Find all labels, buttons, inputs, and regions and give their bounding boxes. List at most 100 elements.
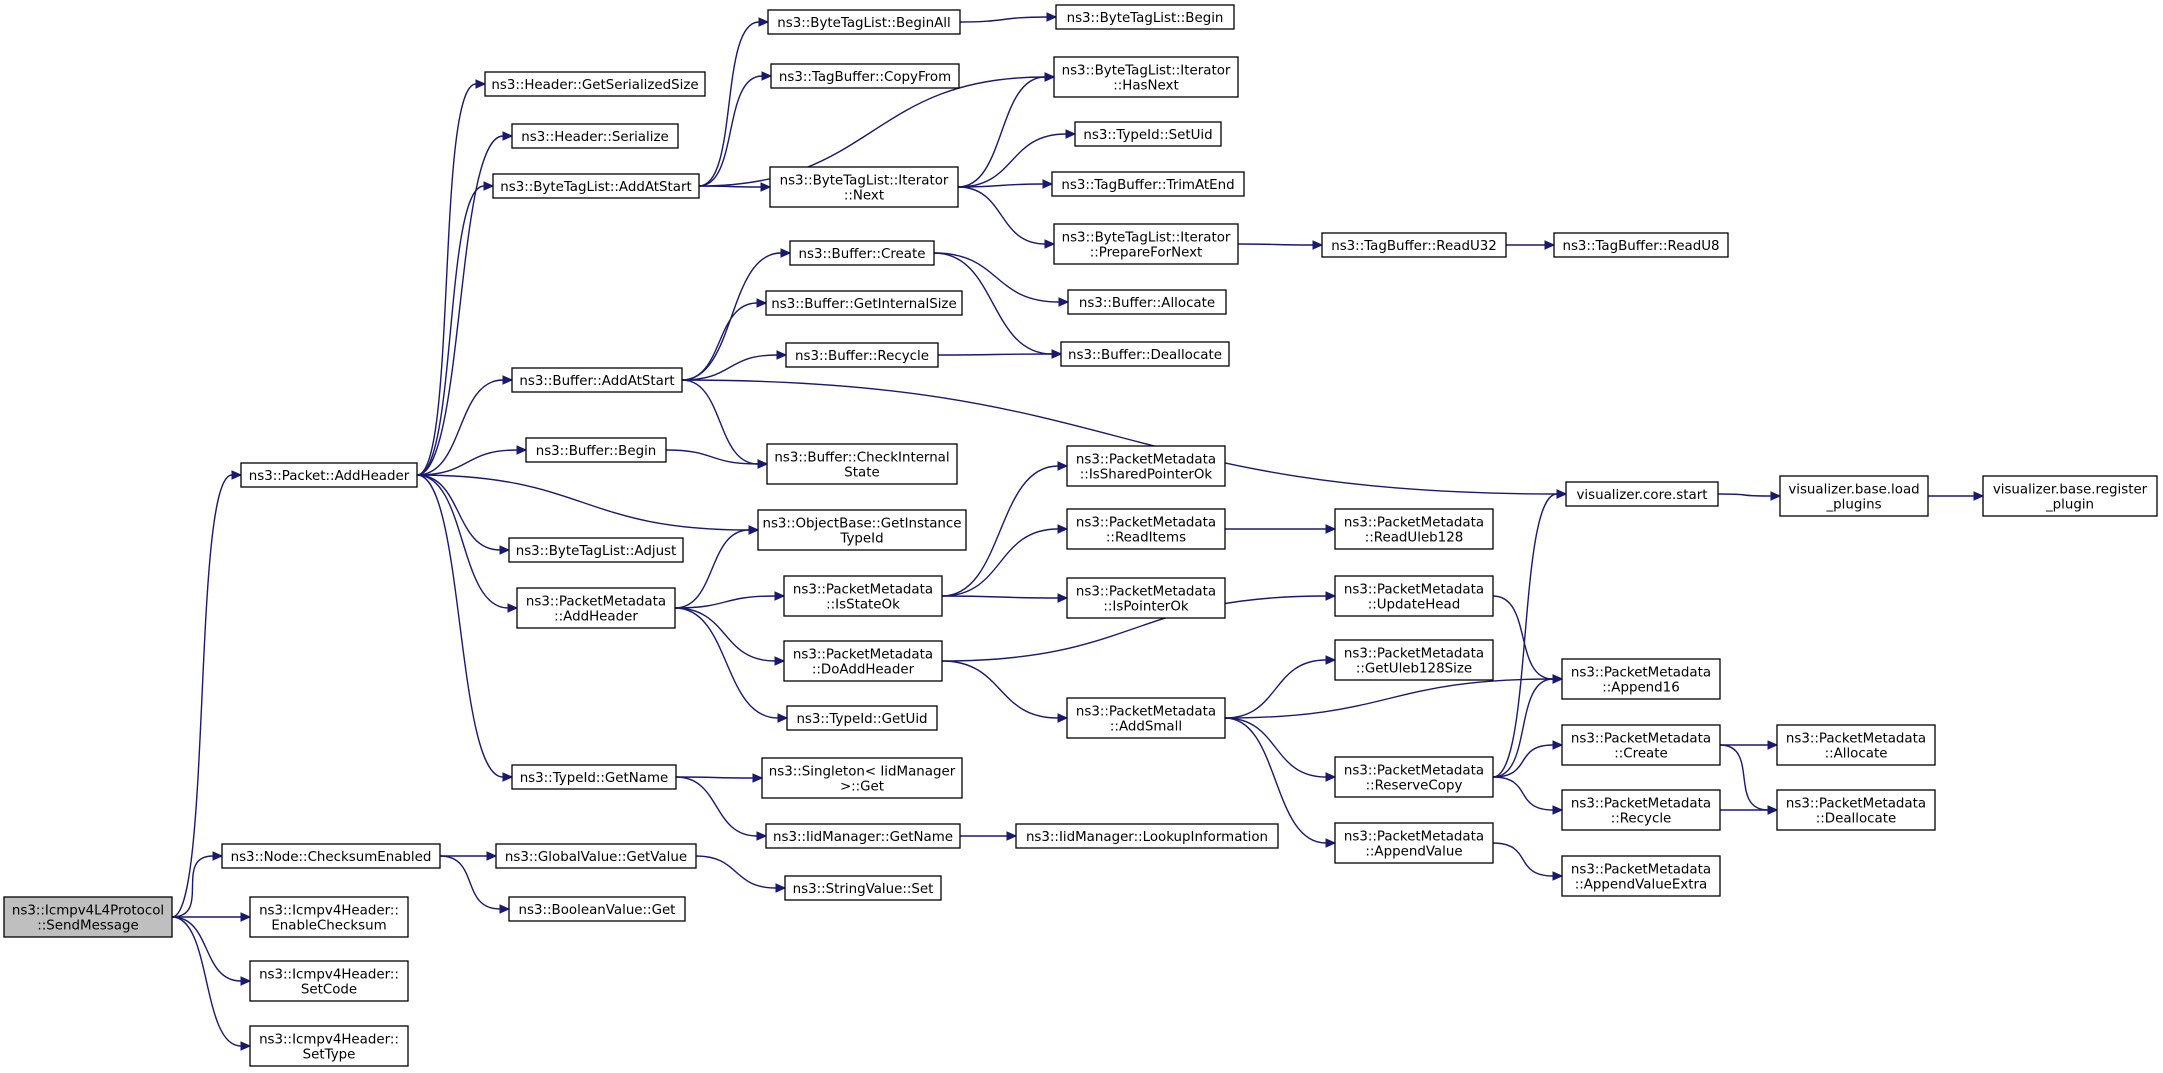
node-label-line: ::PrepareForNext — [1090, 246, 1203, 261]
node-label-line: ns3::Buffer::Begin — [536, 444, 657, 459]
node-pm-reservecopy[interactable]: ns3::PacketMetadata::ReserveCopy — [1334, 756, 1494, 798]
node-box — [765, 823, 961, 849]
node-label-line: ::AppendValue — [1365, 845, 1462, 860]
edge-n_addheader-to-n_btl_addatstart — [416, 181, 495, 476]
node-tb-readu32[interactable]: ns3::TagBuffer::ReadU32 — [1321, 232, 1507, 258]
node-tb-readu8[interactable]: ns3::TagBuffer::ReadU8 — [1553, 232, 1729, 258]
node-label-line: ns3::Buffer::Recycle — [795, 349, 929, 364]
node-iid-getname[interactable]: ns3::IidManager::GetName — [765, 823, 961, 849]
node-buf-begin[interactable]: ns3::Buffer::Begin — [525, 437, 667, 463]
edge-root-to-n_settype — [171, 916, 252, 1051]
node-box — [1779, 475, 1929, 517]
edge-line — [416, 185, 485, 476]
node-btl-beginall[interactable]: ns3::ByteTagList::BeginAll — [767, 9, 961, 35]
node-label-line: ns3::Packet::AddHeader — [249, 469, 410, 484]
node-btli-next[interactable]: ns3::ByteTagList::Iterator::Next — [769, 166, 959, 208]
node-singleton[interactable]: ns3::Singleton< IidManager>::Get — [761, 757, 963, 799]
node-pm-recycle[interactable]: ns3::PacketMetadata::Recycle — [1561, 789, 1721, 831]
node-settype[interactable]: ns3::Icmpv4Header::SetType — [249, 1025, 409, 1067]
edge-line — [941, 528, 1059, 597]
node-pm-append16[interactable]: ns3::PacketMetadata::Append16 — [1561, 658, 1721, 700]
edge-arrowhead — [231, 470, 243, 480]
node-label-line: EnableChecksum — [271, 919, 386, 934]
node-viz-start[interactable]: visualizer.core.start — [1565, 481, 1719, 507]
edge-n_buf_recycle-to-n_buf_deallocate — [937, 349, 1063, 359]
node-buf-allocate[interactable]: ns3::Buffer::Allocate — [1067, 289, 1227, 315]
edge-arrowhead — [1325, 524, 1337, 534]
edge-n_pm_doaddheader-to-n_pm_addsmall — [941, 660, 1069, 723]
node-label-line: ns3::ByteTagList::Iterator — [1062, 64, 1231, 79]
node-pm-allocate[interactable]: ns3::PacketMetadata::Allocate — [1776, 724, 1936, 766]
node-pm-issharedpointerok[interactable]: ns3::PacketMetadata::IsSharedPointerOk — [1066, 445, 1226, 487]
edge-n_pm_addheader-to-n_ob_getinstance — [674, 525, 760, 609]
node-btli-preparefornext[interactable]: ns3::ByteTagList::Iterator::PrepareForNe… — [1053, 223, 1239, 265]
node-pm-appendvalue[interactable]: ns3::PacketMetadata::AppendValue — [1334, 822, 1494, 864]
node-addheader[interactable]: ns3::Packet::AddHeader — [240, 462, 418, 488]
node-label-line: ns3::PacketMetadata — [1344, 830, 1484, 845]
node-box — [249, 1025, 409, 1067]
edge-n_pm_addsmall-to-n_pm_appendvalue — [1224, 717, 1337, 848]
edge-n_btl_addatstart-to-n_btl_beginall — [698, 17, 770, 187]
node-box — [492, 173, 700, 199]
node-getserializedsize[interactable]: ns3::Header::GetSerializedSize — [484, 71, 706, 97]
edge-line — [941, 595, 1059, 599]
node-box — [508, 896, 686, 922]
node-gv-getvalue[interactable]: ns3::GlobalValue::GetValue — [495, 843, 697, 869]
node-label-line: ns3::PacketMetadata — [1786, 797, 1926, 812]
node-label-line: visualizer.core.start — [1576, 488, 1707, 503]
node-pm-ispointerok[interactable]: ns3::PacketMetadata::IsPointerOk — [1066, 577, 1226, 619]
node-label-line: TypeId — [839, 532, 883, 547]
node-buf-getinternalsize[interactable]: ns3::Buffer::GetInternalSize — [765, 290, 963, 316]
node-box — [249, 960, 409, 1002]
node-pm-doaddheader[interactable]: ns3::PacketMetadata::DoAddHeader — [783, 640, 943, 682]
node-iid-lookup[interactable]: ns3::IidManager::LookupInformation — [1015, 823, 1279, 849]
node-btl-adjust[interactable]: ns3::ByteTagList::Adjust — [508, 537, 684, 563]
edge-line — [1492, 493, 1558, 778]
node-pm-isstateok[interactable]: ns3::PacketMetadata::IsStateOk — [783, 575, 943, 617]
node-checksum[interactable]: ns3::Node::ChecksumEnabled — [221, 843, 441, 869]
edge-n_btl_addatstart-to-n_tb_copyfrom — [698, 71, 773, 187]
node-setcode[interactable]: ns3::Icmpv4Header::SetCode — [249, 960, 409, 1002]
edge-line — [959, 16, 1048, 23]
node-bv-get[interactable]: ns3::BooleanValue::Get — [508, 896, 686, 922]
edge-line — [416, 474, 504, 778]
node-buf-addatstart[interactable]: ns3::Buffer::AddAtStart — [511, 367, 683, 393]
edge-arrowhead — [1556, 489, 1568, 499]
node-pm-create[interactable]: ns3::PacketMetadata::Create — [1561, 724, 1721, 766]
node-typeid-getuid[interactable]: ns3::TypeId::GetUid — [786, 705, 938, 731]
edge-n_pm_reservecopy-to-n_pm_recycle — [1492, 776, 1564, 815]
edge-line — [1224, 717, 1327, 844]
edge-n_buf_addatstart-to-n_buf_recycle — [681, 350, 788, 381]
node-viz-registerplugin[interactable]: visualizer.base.register_plugin — [1982, 475, 2158, 517]
node-enablechecksum[interactable]: ns3::Icmpv4Header::EnableChecksum — [249, 896, 409, 938]
edge-arrowhead — [486, 851, 498, 861]
node-pm-updatehead[interactable]: ns3::PacketMetadata::UpdateHead — [1334, 575, 1494, 617]
node-viz-loadplugins[interactable]: visualizer.base.load_plugins — [1779, 475, 1929, 517]
node-buf-deallocate[interactable]: ns3::Buffer::Deallocate — [1060, 341, 1230, 367]
node-root[interactable]: ns3::Icmpv4L4Protocol::SendMessage — [3, 896, 173, 938]
node-pm-deallocate[interactable]: ns3::PacketMetadata::Deallocate — [1776, 789, 1936, 831]
node-btl-begin[interactable]: ns3::ByteTagList::Begin — [1055, 4, 1235, 30]
node-box — [1066, 697, 1226, 739]
node-pm-addsmall[interactable]: ns3::PacketMetadata::AddSmall — [1066, 697, 1226, 739]
node-pm-getuleb128size[interactable]: ns3::PacketMetadata::GetUleb128Size — [1334, 639, 1494, 681]
node-typeid-getname[interactable]: ns3::TypeId::GetName — [511, 764, 677, 790]
node-box — [785, 342, 939, 368]
node-typeid-setuid[interactable]: ns3::TypeId::SetUid — [1074, 121, 1222, 147]
node-pm-appendvalueextra[interactable]: ns3::PacketMetadata::AppendValueExtra — [1561, 855, 1721, 897]
node-sv-set[interactable]: ns3::StringValue::Set — [784, 875, 942, 901]
node-label-line: ::DoAddHeader — [812, 663, 915, 678]
node-tb-trimatend[interactable]: ns3::TagBuffer::TrimAtEnd — [1051, 171, 1245, 197]
node-buf-recycle[interactable]: ns3::Buffer::Recycle — [785, 342, 939, 368]
node-btl-addatstart[interactable]: ns3::ByteTagList::AddAtStart — [492, 173, 700, 199]
node-pm-addheader[interactable]: ns3::PacketMetadata::AddHeader — [516, 587, 676, 629]
node-serialize[interactable]: ns3::Header::Serialize — [511, 123, 679, 149]
node-pm-readuleb128[interactable]: ns3::PacketMetadata::ReadUleb128 — [1334, 508, 1494, 550]
node-pm-readitems[interactable]: ns3::PacketMetadata::ReadItems — [1066, 508, 1226, 550]
node-buf-create[interactable]: ns3::Buffer::Create — [789, 240, 935, 266]
node-tb-copyfrom[interactable]: ns3::TagBuffer::CopyFrom — [770, 63, 960, 89]
node-btli-hasnext[interactable]: ns3::ByteTagList::Iterator::HasNext — [1053, 56, 1239, 98]
edge-n_addheader-to-n_getserializedsize — [416, 79, 487, 476]
